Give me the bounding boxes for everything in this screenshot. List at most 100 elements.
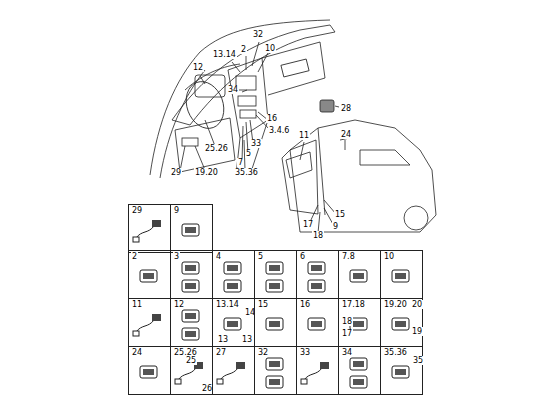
switch-face — [269, 379, 280, 385]
console — [236, 120, 268, 175]
callout-number: 7 — [237, 158, 244, 167]
switch-body — [266, 358, 283, 370]
part-icon — [140, 366, 157, 378]
part-number: 20 — [411, 300, 423, 309]
switch-body — [266, 262, 283, 274]
connector-plug — [152, 220, 161, 227]
part-number: 7.8 — [341, 252, 356, 261]
connector-plug — [133, 331, 139, 336]
part-number: 2 — [131, 252, 138, 261]
part-icon — [308, 318, 325, 330]
leader-line — [345, 140, 346, 150]
part-cell: 2 — [128, 250, 171, 299]
heater-panel — [240, 110, 256, 118]
wire — [136, 226, 154, 238]
callout-number: 29 — [170, 168, 182, 177]
switch-body — [266, 318, 283, 330]
part-icon — [392, 318, 409, 330]
lower-dash — [175, 118, 235, 172]
switch-face — [353, 273, 364, 279]
part-number: 33 — [299, 348, 311, 357]
switch-face — [353, 321, 364, 327]
switch-body — [224, 280, 241, 292]
part-number: 13 — [241, 335, 253, 344]
callout-number: 13.14 — [212, 50, 237, 59]
part-number: 19 — [411, 327, 423, 336]
switch-face — [269, 283, 280, 289]
rear-window — [360, 150, 410, 165]
dashboard-top — [172, 25, 335, 125]
part-number: 6 — [299, 252, 306, 261]
switch-body — [182, 280, 199, 292]
switch-face — [143, 273, 154, 279]
wheel-arch — [404, 206, 428, 230]
callout-number: 35.36 — [234, 168, 259, 177]
callout-number: 15 — [334, 210, 346, 219]
callout-number: 9 — [332, 222, 339, 231]
instrument-cluster — [195, 75, 225, 97]
callout-number: 16 — [266, 114, 278, 123]
wire — [304, 368, 322, 380]
part-cell: 27 — [212, 346, 255, 395]
part-icon — [350, 358, 367, 388]
callout-number: 17 — [302, 220, 314, 229]
part-icon — [392, 366, 409, 378]
switch-face — [311, 265, 322, 271]
part-cell: 25.262526 — [170, 346, 213, 395]
callout-number: 10 — [264, 44, 276, 53]
b-pillar — [318, 128, 325, 215]
windshield-pillar — [150, 20, 330, 175]
part-cell: 16 — [296, 298, 339, 347]
part-number: 24 — [131, 348, 143, 357]
part-cell: 35.36 35 — [380, 346, 423, 395]
part-number: 17.18 — [341, 300, 366, 309]
switch-face — [185, 313, 196, 319]
callout-number: 12 — [192, 63, 204, 72]
part-icon — [301, 362, 329, 384]
callout-number: 19.20 — [194, 168, 219, 177]
switch-face — [353, 379, 364, 385]
part-cell: 29 — [128, 204, 171, 253]
switch-body — [392, 366, 409, 378]
switch-face — [311, 321, 322, 327]
callout-number: 3.4.6 — [268, 126, 290, 135]
switch-face — [143, 369, 154, 375]
part-number: 17 — [341, 329, 353, 338]
part-number: 29 — [131, 206, 143, 215]
callout-number: 24 — [340, 130, 352, 139]
switch-face — [227, 283, 238, 289]
part-icon — [266, 262, 283, 292]
part-cell: 4 — [212, 250, 255, 299]
radio-unit — [238, 96, 256, 106]
wire — [220, 368, 238, 380]
part-number: 27 — [215, 348, 227, 357]
part-cell: 10 — [380, 250, 423, 299]
switch-body — [182, 328, 199, 340]
part-cell: 19.202019 — [380, 298, 423, 347]
connector-plug — [152, 314, 161, 321]
leader-line — [318, 212, 320, 233]
leader-line — [242, 126, 243, 162]
switch-body — [350, 270, 367, 282]
switch-face — [227, 265, 238, 271]
switch-body — [224, 262, 241, 274]
part-number: 10 — [383, 252, 395, 261]
leader-line — [246, 56, 247, 70]
glovebox — [281, 59, 309, 77]
part-number: 5 — [257, 252, 264, 261]
part-number: 35 — [412, 356, 424, 365]
switch-body — [308, 262, 325, 274]
part-number: 32 — [257, 348, 269, 357]
leader-line — [200, 76, 205, 84]
switch-body — [392, 270, 409, 282]
part-number: 34 — [341, 348, 353, 357]
switch-face — [395, 321, 406, 327]
lower-switch — [182, 138, 198, 146]
part-number: 35.36 — [383, 348, 408, 357]
part-icon — [350, 270, 367, 282]
leader-line — [300, 142, 304, 160]
part-cell: 15 — [254, 298, 297, 347]
switch-face — [269, 361, 280, 367]
